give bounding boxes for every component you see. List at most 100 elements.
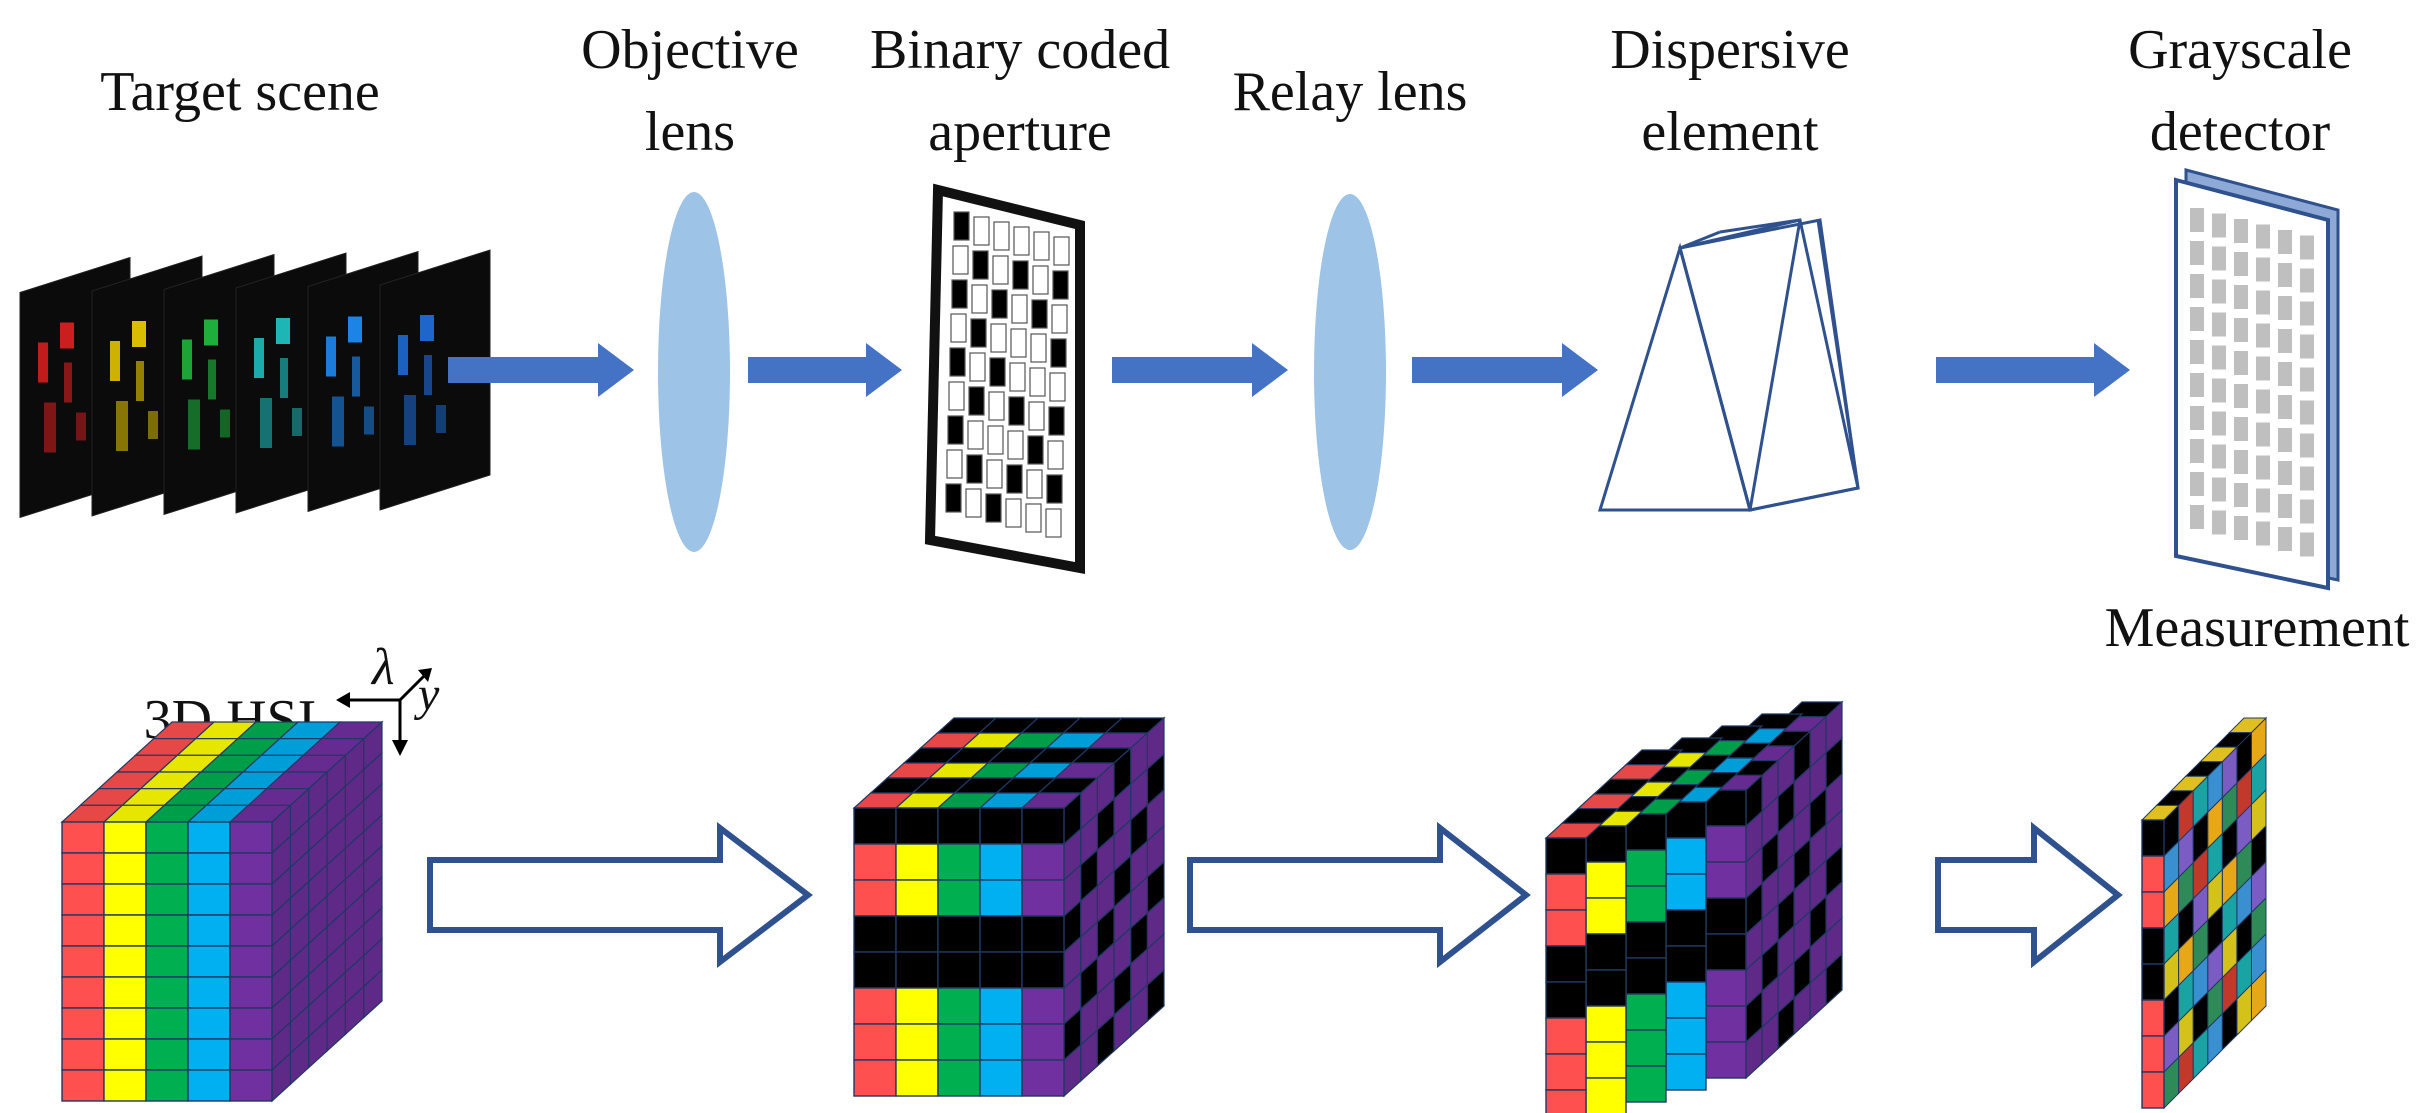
voxel-front: [1585, 1041, 1627, 1079]
voxel-front: [187, 945, 231, 978]
voxel-front: [229, 821, 273, 854]
detector-pixel: [2234, 483, 2248, 507]
voxel-front: [103, 976, 147, 1009]
voxel-front: [979, 951, 1023, 989]
voxel-front: [145, 821, 189, 854]
measurement-cube: [2140, 716, 2268, 1110]
mask-cell: [1033, 231, 1050, 261]
voxel-front: [1625, 993, 1667, 1031]
voxel-front: [145, 914, 189, 947]
voxel-front: [2141, 819, 2165, 857]
mask-cell: [1050, 338, 1067, 368]
detector-pixel: [2234, 252, 2248, 276]
voxel-front: [2141, 963, 2165, 1001]
voxel-front: [187, 1007, 231, 1040]
voxel-front: [979, 843, 1023, 881]
voxel-front: [1585, 969, 1627, 1007]
detector-pixel: [2212, 312, 2226, 337]
voxel-front: [1021, 843, 1065, 881]
mask-cell: [1026, 469, 1043, 499]
mask-cell: [967, 420, 984, 450]
voxel-front: [229, 1007, 273, 1040]
voxel-front: [103, 1007, 147, 1040]
detector-pixel: [2234, 417, 2248, 441]
voxel-front: [1021, 987, 1065, 1025]
mask-cell: [1046, 474, 1063, 504]
voxel-front: [1545, 1089, 1587, 1113]
label-dispersive-line1: Dispersive: [1610, 19, 1850, 81]
detector-pixel: [2300, 400, 2314, 425]
detector-pixel: [2278, 395, 2292, 419]
detector-pixel: [2256, 488, 2270, 513]
mask-cell: [986, 459, 1003, 489]
detector-pixel: [2212, 246, 2226, 271]
voxel-front: [229, 914, 273, 947]
hsi-cube: [60, 720, 384, 1103]
arrow-hollow-1: [427, 821, 813, 969]
voxel-front: [895, 1023, 939, 1061]
voxel-front: [1625, 849, 1667, 887]
voxel-front: [2141, 999, 2165, 1037]
label-aperture-line1: Binary coded: [869, 19, 1171, 81]
arrow-hollow-3: [1935, 821, 2123, 969]
voxel-front: [1545, 909, 1587, 947]
voxel-front: [1665, 873, 1707, 911]
mask-cell: [988, 391, 1005, 421]
detector-pixel: [2300, 466, 2314, 491]
detector-pixel: [2278, 362, 2292, 386]
mask-cell: [968, 386, 985, 416]
spectral-slice: [379, 249, 491, 511]
voxel-front: [853, 915, 897, 953]
voxel-front: [1545, 981, 1587, 1019]
detector-pixel: [2278, 263, 2292, 287]
voxel-front: [61, 976, 105, 1009]
mask-cell: [1027, 435, 1044, 465]
mask-cell: [973, 216, 990, 246]
voxel-front: [895, 879, 939, 917]
voxel-front: [1705, 1005, 1747, 1043]
mask-cell: [1049, 372, 1066, 402]
mask-cell: [1007, 430, 1024, 460]
detector-pixel: [2212, 213, 2226, 238]
voxel-front: [937, 807, 981, 845]
voxel-front: [229, 1038, 273, 1071]
detector-pixel: [2212, 345, 2226, 370]
voxel-front: [61, 1007, 105, 1040]
voxel-front: [1705, 825, 1747, 863]
label-detector-line1: Grayscale: [2128, 19, 2352, 81]
voxel-front: [853, 807, 897, 845]
mask-cell: [1030, 333, 1047, 363]
mask-cell: [969, 352, 986, 382]
voxel-front: [979, 1059, 1023, 1097]
mask-cell: [972, 250, 989, 280]
axis-icon: [336, 668, 432, 756]
mask-cell: [948, 381, 965, 411]
mask-cell: [990, 323, 1007, 353]
mask-cell: [1025, 503, 1042, 533]
voxel-front: [937, 879, 981, 917]
label-relay-lens: Relay lens: [1232, 61, 1468, 123]
detector-pixel: [2278, 527, 2292, 551]
prism-icon: [1597, 218, 1860, 512]
detector-pixel: [2300, 235, 2314, 260]
voxel-front: [229, 945, 273, 978]
voxel-front: [1545, 873, 1587, 911]
voxel-front: [1665, 1017, 1707, 1055]
detector-pixel: [2278, 494, 2292, 518]
voxel-front: [979, 915, 1023, 953]
voxel-front: [103, 1038, 147, 1071]
detector-pixel: [2234, 318, 2248, 342]
voxel-front: [1625, 1065, 1667, 1103]
arrow-hollow-2: [1187, 821, 1531, 969]
axis-lambda-label: λ: [370, 639, 395, 696]
detector-pixel: [2300, 433, 2314, 458]
voxel-front: [2141, 1035, 2165, 1073]
voxel-front: [61, 1038, 105, 1071]
voxel-front: [1625, 921, 1667, 959]
voxel-front: [895, 987, 939, 1025]
voxel-front: [1545, 837, 1587, 875]
voxel-front: [979, 807, 1023, 845]
voxel-front: [145, 1007, 189, 1040]
mask-cell: [971, 284, 988, 314]
label-objective-lens-line1: Objective: [581, 19, 799, 81]
